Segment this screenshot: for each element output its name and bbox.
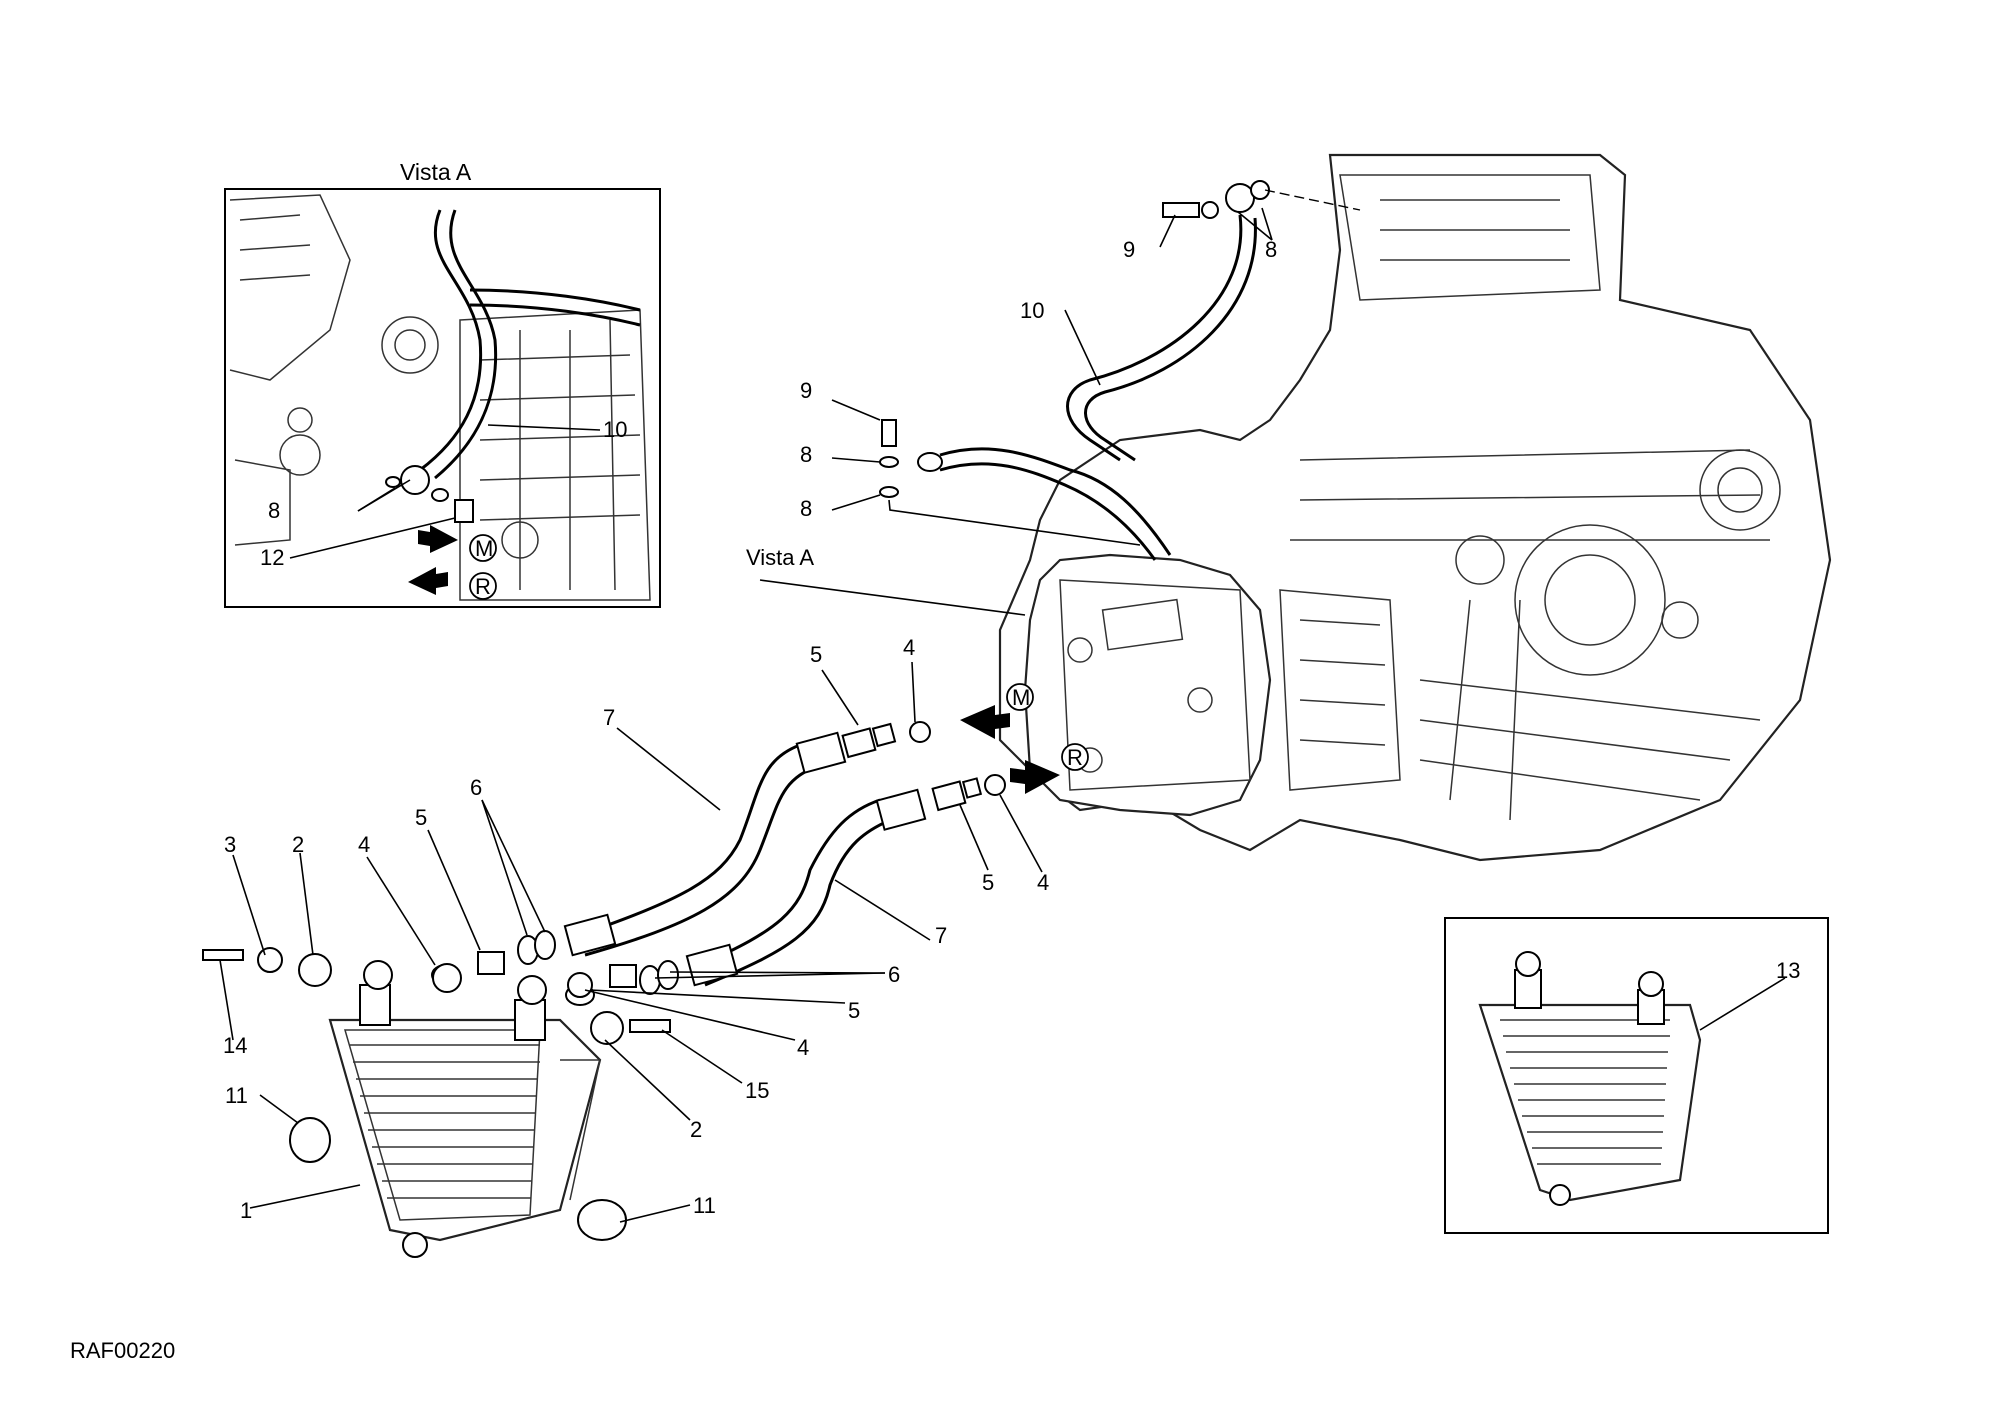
- marker-r-main: [1061, 743, 1089, 771]
- inset-vista-a-frame: [224, 188, 661, 608]
- hose-7-upper: [579, 721, 931, 957]
- label-13: 13: [1776, 958, 1800, 983]
- marker-r-inset-text: R: [475, 574, 491, 599]
- label-6-right: 6: [888, 962, 900, 987]
- label-9-top: 9: [1123, 237, 1135, 262]
- label-4-lower: 4: [797, 1035, 809, 1060]
- direction-arrows-inset: [408, 525, 458, 595]
- leader-lines: [219, 207, 1786, 1223]
- marker-m-main-text: M: [1012, 685, 1030, 710]
- marker-m-inset: [469, 534, 497, 562]
- assembly-line-mid: [888, 499, 1141, 546]
- marker-m-inset-text: M: [475, 536, 493, 561]
- label-8-inset: 8: [268, 498, 280, 523]
- label-2-top: 2: [292, 832, 304, 857]
- figure-code: RAF00220: [70, 1338, 175, 1363]
- label-11-right: 11: [693, 1193, 716, 1218]
- marker-r-main-text: R: [1067, 745, 1083, 770]
- inset-title: Vista A: [400, 159, 472, 185]
- label-5-left: 5: [415, 805, 427, 830]
- label-6-top: 6: [470, 775, 482, 800]
- label-10-main: 10: [1020, 298, 1044, 323]
- label-14: 14: [223, 1033, 247, 1058]
- label-15: 15: [745, 1078, 769, 1103]
- label-9-mid: 9: [800, 378, 812, 403]
- label-12: 12: [260, 545, 284, 570]
- inset-variant-frame: [1444, 917, 1829, 1234]
- banjo-bolt-9-mid: [879, 419, 943, 498]
- marker-r-inset: [469, 572, 497, 600]
- oil-cooler-1: [328, 960, 602, 1258]
- label-5-upper: 5: [810, 642, 822, 667]
- label-7-upper: 7: [603, 705, 615, 730]
- label-8-low: 8: [800, 496, 812, 521]
- label-5-right: 5: [982, 870, 994, 895]
- hose-10-upper: [939, 214, 1257, 561]
- marker-m-main: [1006, 683, 1034, 711]
- label-4-left: 4: [358, 832, 370, 857]
- label-3: 3: [224, 832, 236, 857]
- assembly-dash-top: [1264, 189, 1361, 211]
- label-11-left: 11: [225, 1083, 248, 1108]
- label-10-inset: 10: [603, 417, 627, 442]
- label-2-bottom: 2: [690, 1117, 702, 1142]
- label-4-right: 4: [1037, 870, 1049, 895]
- hose-7-lower: [699, 774, 1006, 987]
- label-8-mid: 8: [800, 442, 812, 467]
- direction-arrows-main: [960, 705, 1060, 794]
- label-5-lower: 5: [848, 998, 860, 1023]
- banjo-bolt-9-top: [1162, 180, 1270, 219]
- oil-cooler-13: [1478, 951, 1702, 1206]
- label-1: 1: [240, 1198, 252, 1223]
- inset-engine-detail: [229, 194, 651, 601]
- bolts-and-fittings-cooler: [202, 947, 671, 1241]
- label-8-top: 8: [1265, 237, 1277, 262]
- label-7-lower: 7: [935, 923, 947, 948]
- label-4-upper: 4: [903, 635, 915, 660]
- callout-vista-a: Vista A: [746, 545, 814, 570]
